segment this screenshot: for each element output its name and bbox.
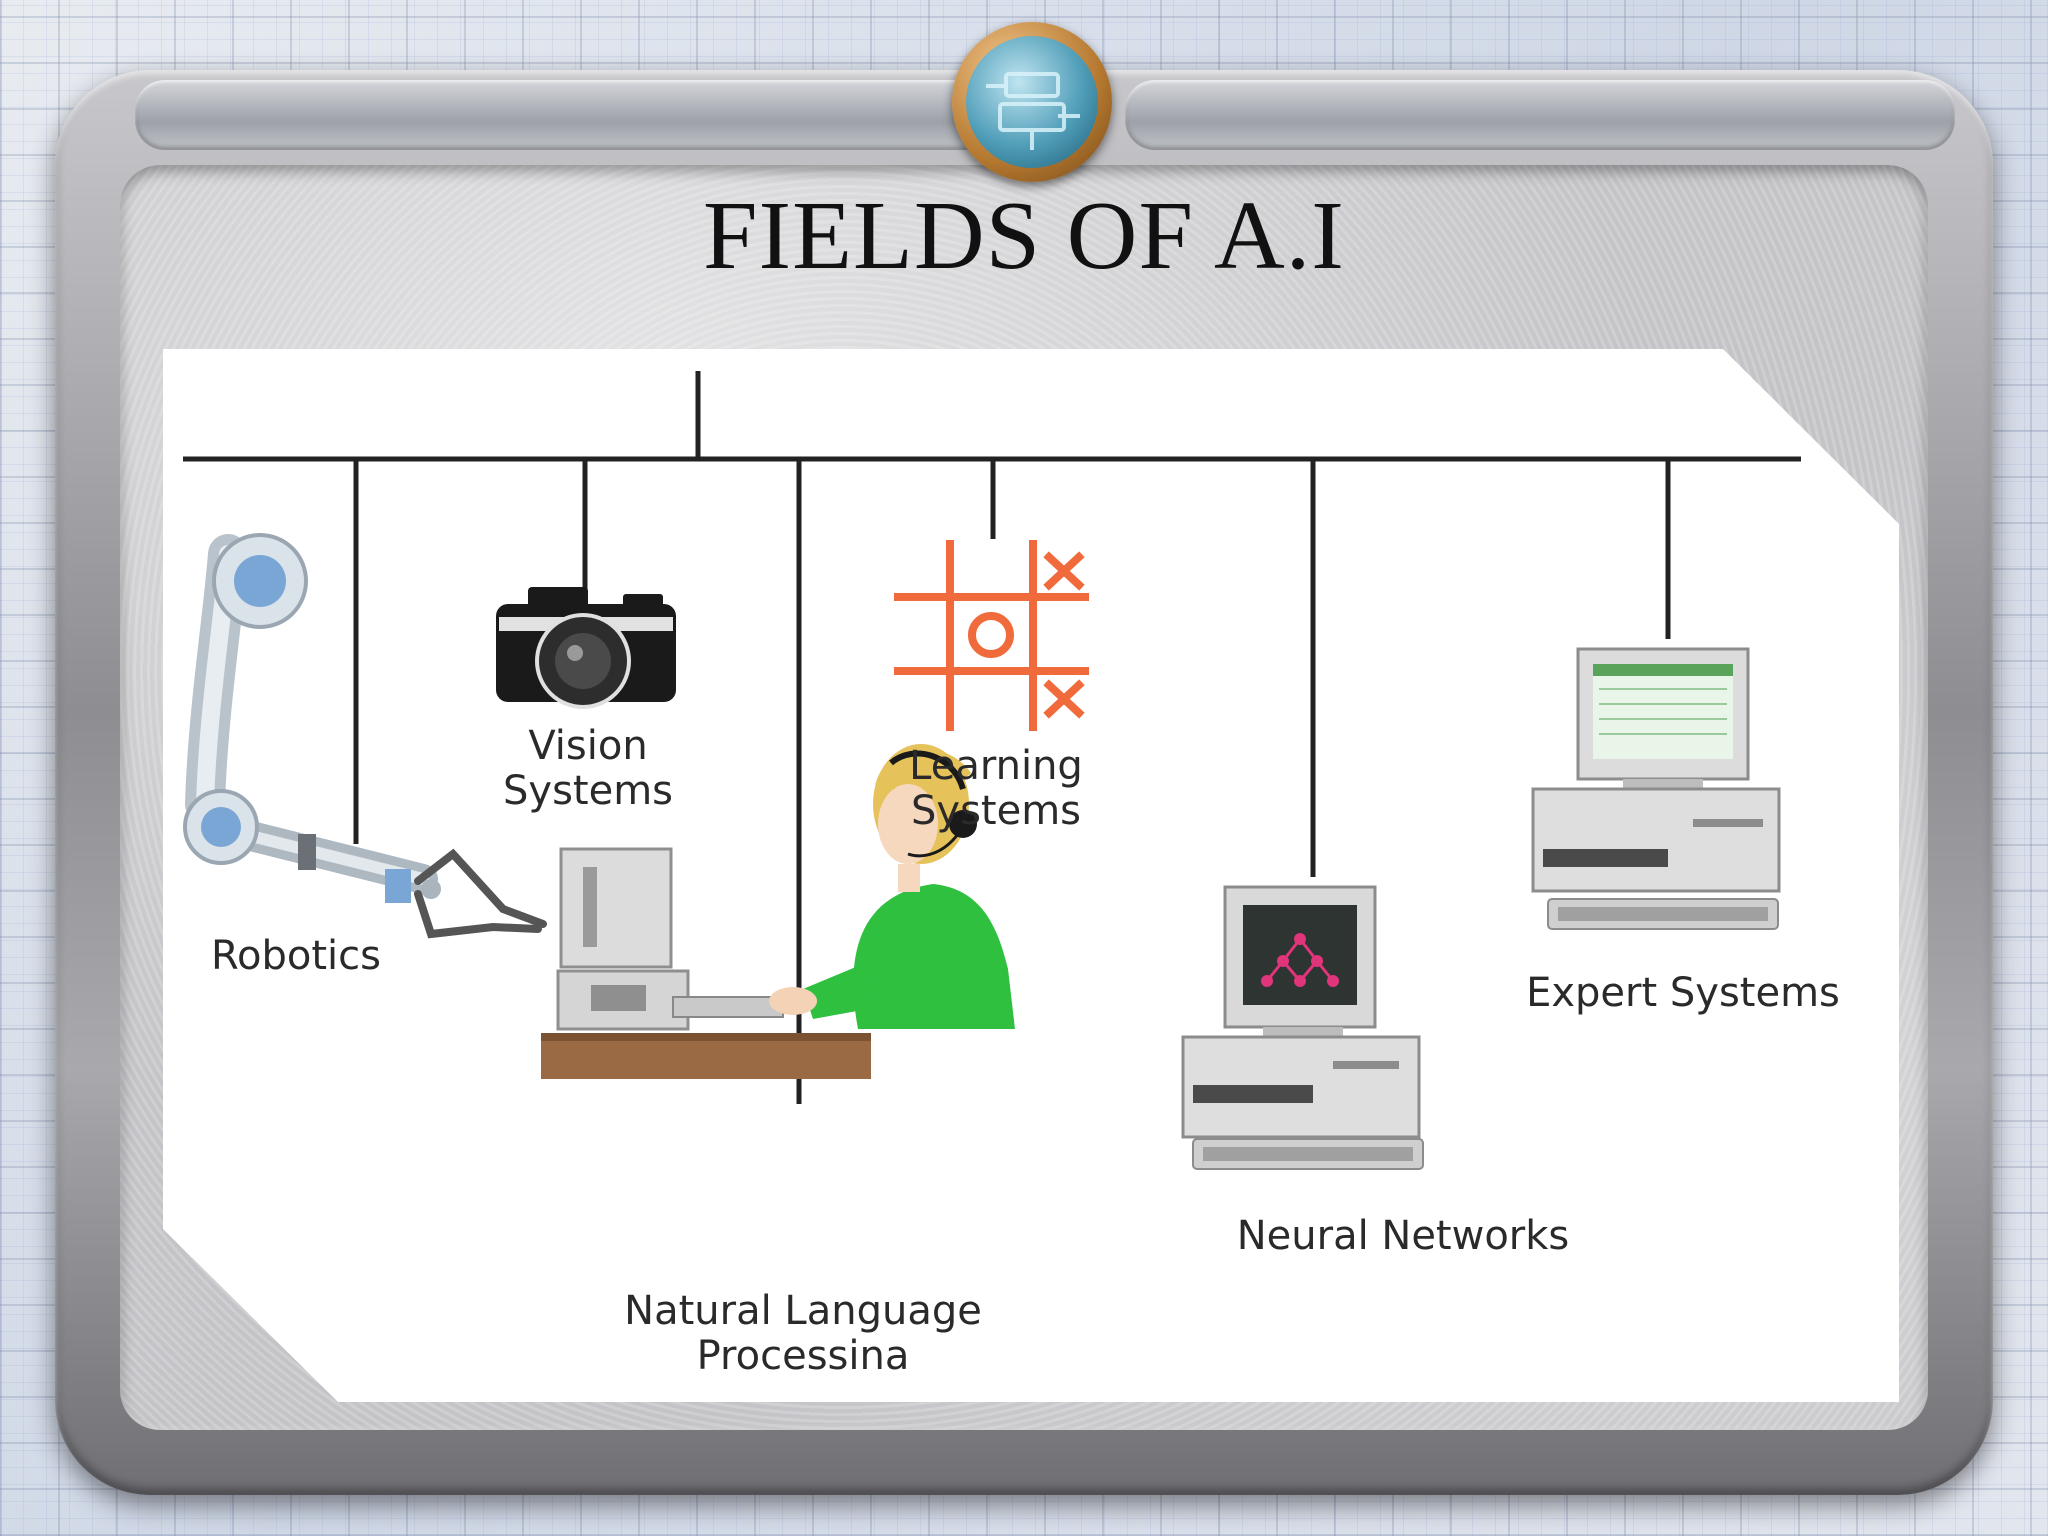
frame-top-bar-right xyxy=(1125,80,1955,150)
frame-top-bar-left xyxy=(135,80,995,150)
slide-title: FIELDS OF A.I xyxy=(703,182,1345,290)
label-vision-line1: Vision xyxy=(528,723,647,769)
robotic-arm-icon xyxy=(183,533,547,939)
medallion-emblem-icon xyxy=(952,22,1112,182)
desktop-computer-icon xyxy=(1531,647,1781,930)
label-neural-networks: Neural Networks xyxy=(1237,1213,1570,1259)
label-robotics: Robotics xyxy=(211,933,381,979)
computer-neural-net-icon xyxy=(1181,885,1424,1170)
tic-tac-toe-icon xyxy=(894,540,1089,731)
label-expert-systems: Expert Systems xyxy=(1526,970,1840,1016)
label-learning-line2: Systems xyxy=(911,788,1081,834)
label-nlp-line1: Natural Language xyxy=(624,1288,982,1334)
label-learning-line1: Learning xyxy=(909,743,1083,789)
label-nlp-line2: Processina xyxy=(697,1333,910,1379)
camera-icon xyxy=(496,587,676,709)
label-vision-line2: Systems xyxy=(503,768,673,814)
person-at-computer-icon xyxy=(541,744,1015,1079)
fields-diagram: Robotics Vision Systems Learning Systems… xyxy=(163,349,1899,1402)
